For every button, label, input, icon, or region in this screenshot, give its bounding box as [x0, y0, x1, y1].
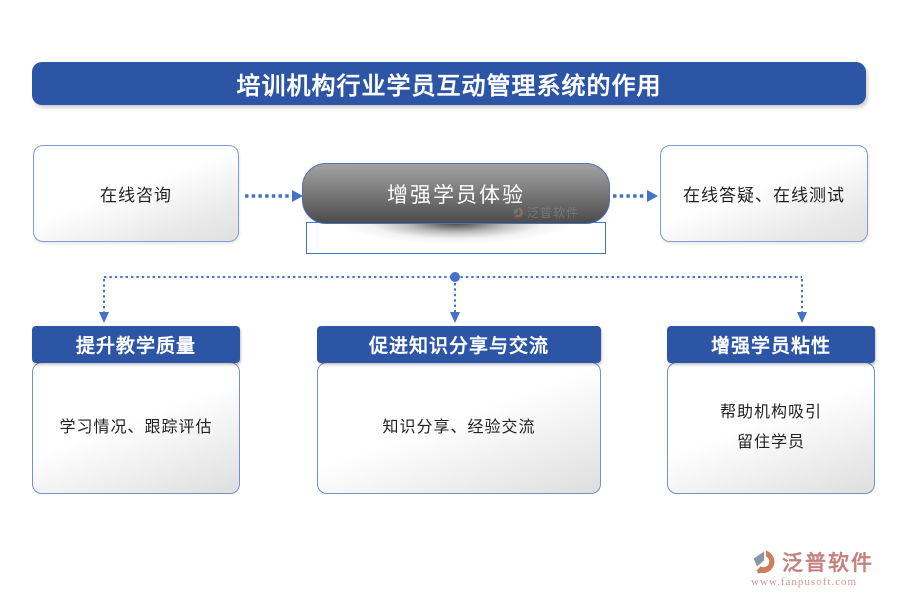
benefit-header: 提升教学质量 — [32, 326, 240, 363]
vendor-logo: 泛普软件 www.fanpusoft.com — [751, 547, 874, 588]
diagram-title: 培训机构行业学员互动管理系统的作用 — [236, 74, 662, 100]
node-enhance-experience: 增强学员体验 泛普软件 — [302, 163, 610, 224]
benefit-box-student-stickiness: 增强学员粘性 帮助机构吸引 留住学员 — [667, 326, 875, 494]
arrow-right-head-icon — [647, 190, 658, 202]
benefit-header-label: 增强学员粘性 — [710, 336, 831, 357]
drop-arrow-center-icon — [450, 312, 460, 323]
node-enhance-experience-label: 增强学员体验 — [387, 182, 525, 207]
benefit-header: 促进知识分享与交流 — [317, 326, 601, 363]
benefit-box-knowledge-sharing: 促进知识分享与交流 知识分享、经验交流 — [317, 326, 601, 494]
benefit-header: 增强学员粘性 — [667, 326, 875, 363]
watermark-text: 泛普软件 — [526, 206, 579, 220]
benefit-body: 学习情况、跟踪评估 — [32, 362, 240, 494]
diagram-title-banner: 培训机构行业学员互动管理系统的作用 — [32, 62, 866, 105]
vendor-logo-row: 泛普软件 — [751, 547, 874, 577]
node-online-qa-test: 在线答疑、在线测试 — [660, 145, 868, 242]
node-online-consult: 在线咨询 — [33, 145, 239, 242]
node-online-consult-label: 在线咨询 — [100, 186, 172, 205]
drop-arrow-left-icon — [99, 312, 109, 323]
vendor-logo-icon — [753, 550, 775, 574]
benefit-box-teaching-quality: 提升教学质量 学习情况、跟踪评估 — [32, 326, 240, 494]
junction-dot — [450, 272, 460, 282]
benefit-body-text: 帮助机构吸引 留住学员 — [719, 403, 822, 451]
node-online-qa-test-label: 在线答疑、在线测试 — [683, 186, 845, 205]
benefit-body-text: 知识分享、经验交流 — [382, 418, 536, 436]
vendor-logo-name: 泛普软件 — [782, 551, 874, 575]
pill-reflection — [306, 222, 606, 254]
benefit-body: 知识分享、经验交流 — [317, 362, 601, 494]
benefit-header-label: 促进知识分享与交流 — [368, 336, 549, 357]
benefit-body-text: 学习情况、跟踪评估 — [59, 418, 213, 436]
benefit-body: 帮助机构吸引 留住学员 — [667, 362, 875, 494]
drop-arrow-right-icon — [797, 312, 807, 323]
benefit-header-label: 提升教学质量 — [75, 336, 196, 357]
vendor-logo-url: www.fanpusoft.com — [751, 576, 858, 588]
